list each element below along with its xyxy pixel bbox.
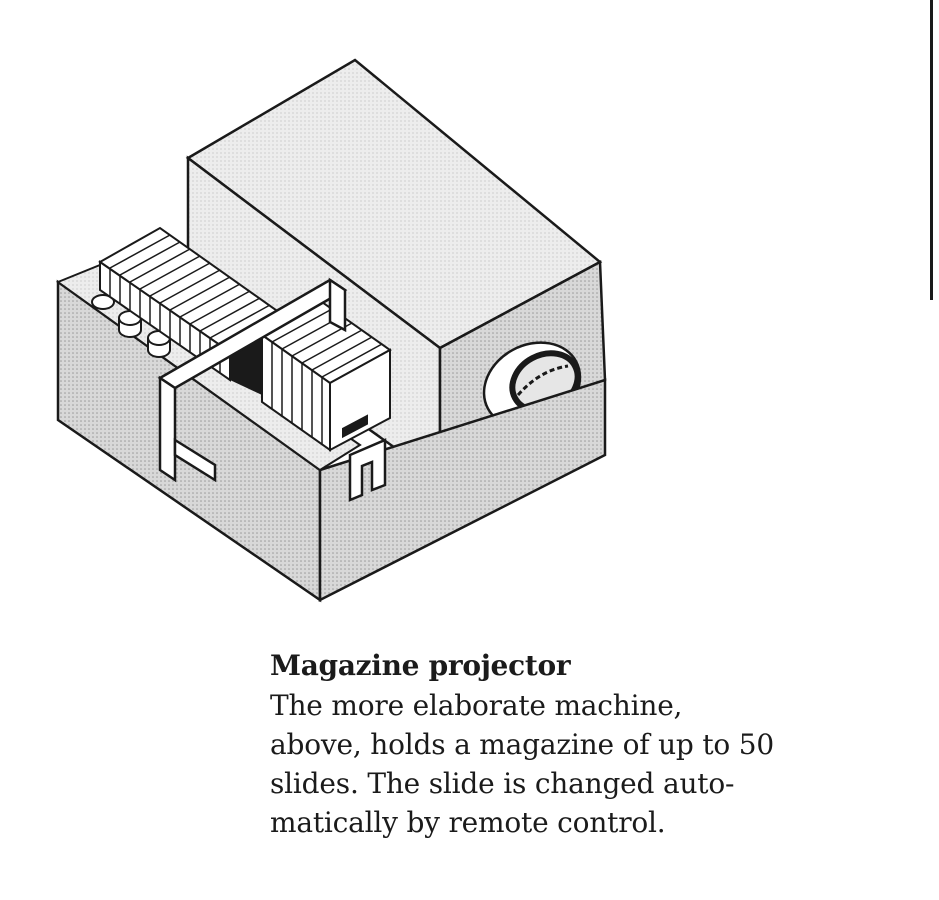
slide-projector-illustration bbox=[55, 58, 607, 603]
page-edge-line bbox=[930, 0, 933, 300]
slide-carrier-frame bbox=[157, 277, 348, 483]
base-front bbox=[318, 378, 607, 603]
carrier-bracket bbox=[348, 438, 387, 502]
caption: Magazine projector The more elaborate ma… bbox=[270, 640, 910, 842]
slide-magazine-rear bbox=[98, 226, 292, 382]
slide-magazine-front bbox=[260, 300, 392, 452]
caption-title: Magazine projector bbox=[270, 649, 571, 682]
caption-line-1: The more elaborate machine, bbox=[270, 689, 683, 722]
caption-line-3: slides. The slide is changed auto- bbox=[270, 767, 735, 800]
caption-line-4: matically by remote control. bbox=[270, 806, 666, 839]
caption-line-2: above, holds a magazine of up to 50 bbox=[270, 728, 774, 761]
